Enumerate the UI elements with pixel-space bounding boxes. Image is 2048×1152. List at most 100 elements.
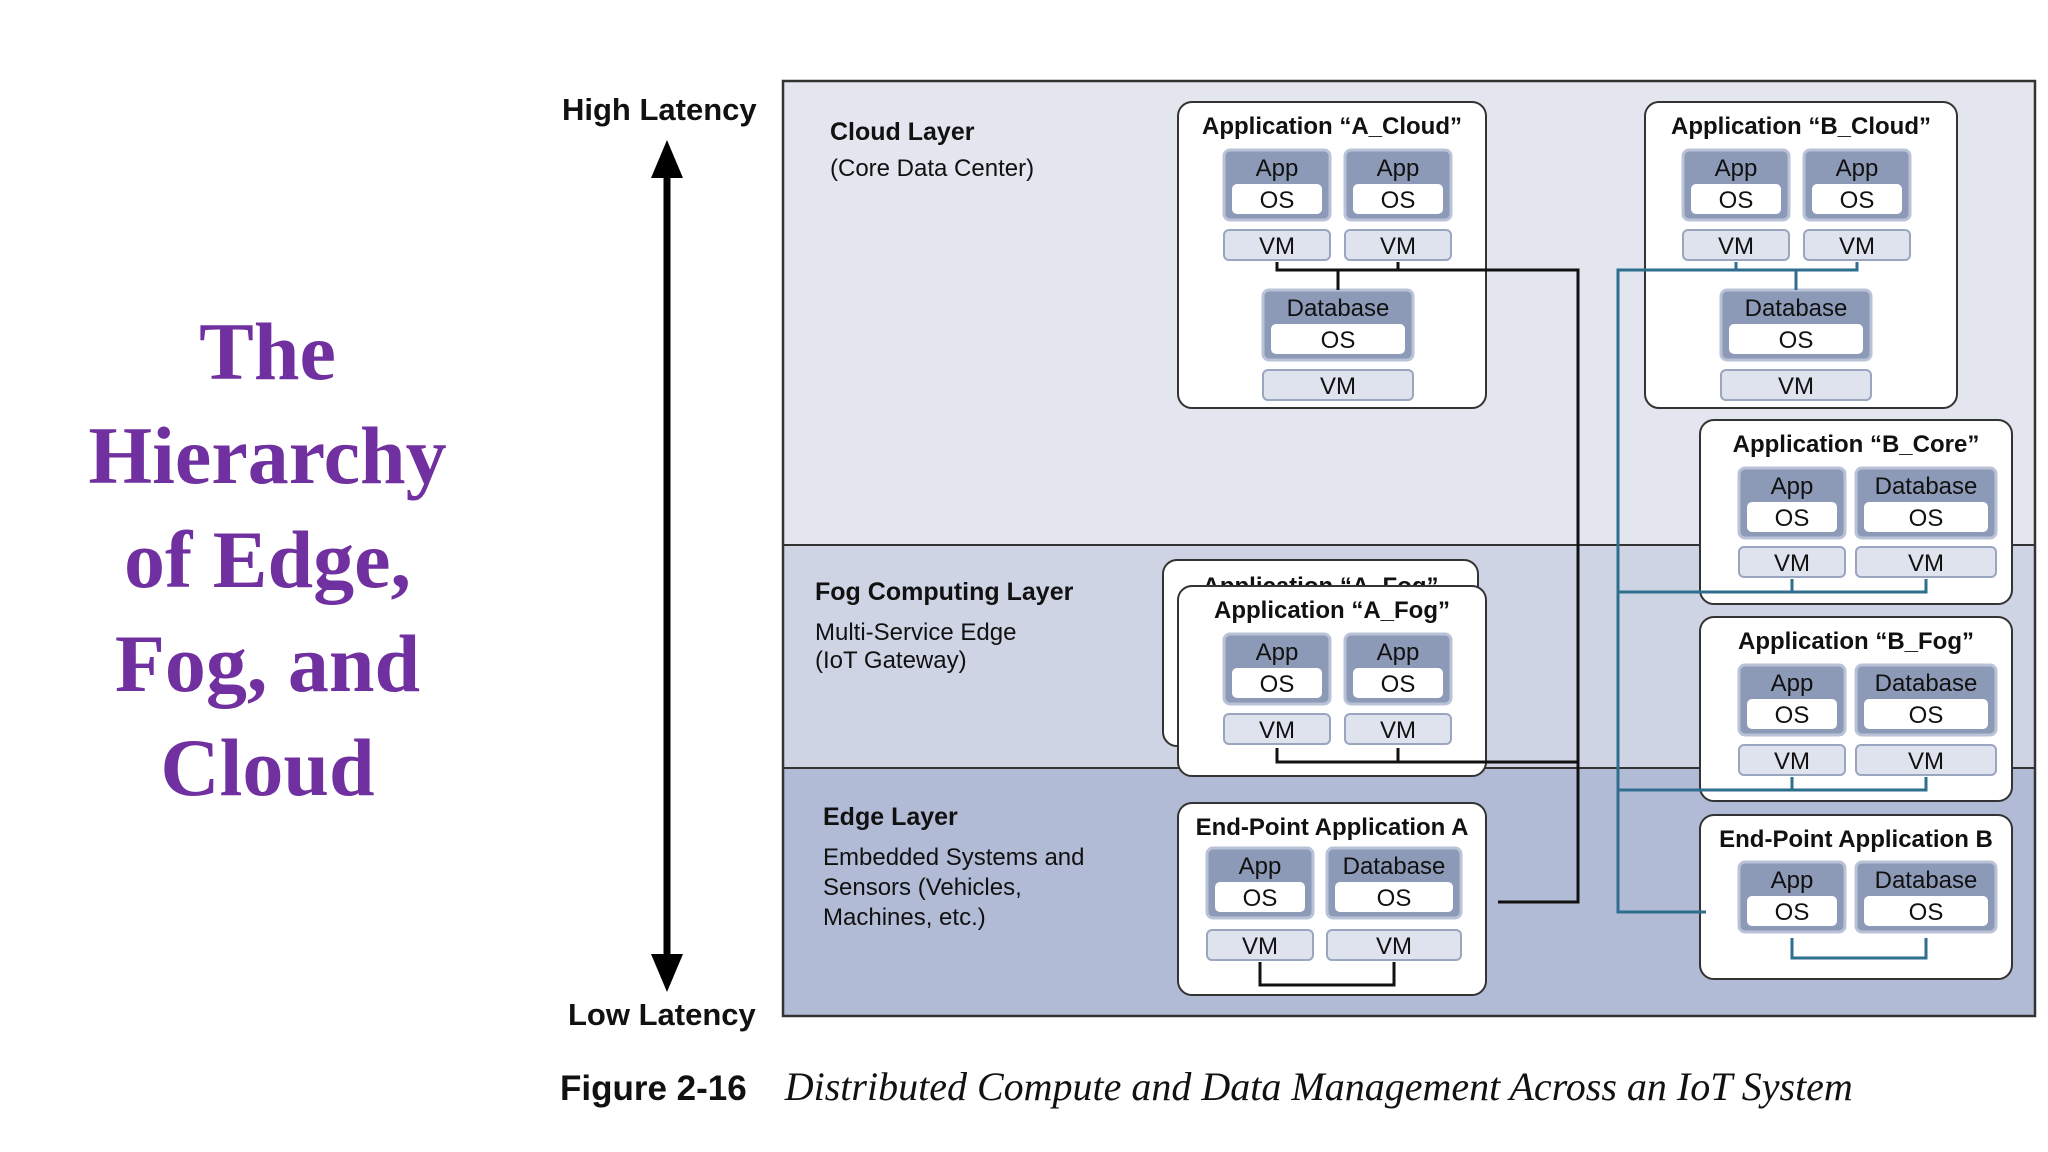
database-label: Database xyxy=(1745,295,1848,322)
edge-layer-name: Edge Layer xyxy=(823,803,958,831)
vm-block: VM xyxy=(1720,369,1872,401)
app-label: App xyxy=(1715,155,1758,182)
title-line: Cloud xyxy=(160,722,375,813)
database-label: Database xyxy=(1875,867,1978,894)
title-line: The xyxy=(199,306,336,397)
vm-block: VM xyxy=(1223,229,1331,261)
os-label: OS xyxy=(1909,899,1944,926)
database-label: Database xyxy=(1287,295,1390,322)
edge-layer-desc: Sensors (Vehicles, xyxy=(823,874,1022,901)
os-label: OS xyxy=(1775,702,1810,729)
application-title: Application “B_Fog” xyxy=(1738,628,1974,655)
application-title: Application “B_Core” xyxy=(1733,431,1980,458)
fog-layer-desc: (IoT Gateway) xyxy=(815,647,967,674)
os-label: OS xyxy=(1381,187,1416,214)
app-label: App xyxy=(1239,853,1282,880)
vm-label: VM xyxy=(1778,373,1814,400)
vm-label: VM xyxy=(1908,748,1944,775)
title-line: of Edge, xyxy=(124,514,411,605)
app-label: App xyxy=(1771,867,1814,894)
application-title: End-Point Application B xyxy=(1719,826,1993,853)
os-label: OS xyxy=(1775,505,1810,532)
os-label: OS xyxy=(1377,885,1412,912)
edge-layer-desc: Machines, etc.) xyxy=(823,904,986,931)
vm-label: VM xyxy=(1908,550,1944,577)
vm-block: VM xyxy=(1682,229,1790,261)
app-label: App xyxy=(1256,639,1299,666)
title-line: Fog, and xyxy=(114,618,421,709)
vm-block: VM xyxy=(1855,744,1997,776)
title-line: Hierarchy xyxy=(88,410,447,501)
database-label: Database xyxy=(1875,473,1978,500)
app-label: App xyxy=(1836,155,1879,182)
application-endpoint-a: End-Point Application AAppOSDatabaseOSVM… xyxy=(1177,802,1487,996)
latency-arrow xyxy=(651,140,683,992)
vm-block: VM xyxy=(1206,929,1314,961)
vm-label: VM xyxy=(1376,933,1412,960)
os-label: OS xyxy=(1260,187,1295,214)
vm-block: VM xyxy=(1344,713,1452,745)
app-label: App xyxy=(1377,155,1420,182)
application-title: Application “A_Fog” xyxy=(1214,597,1450,624)
vm-label: VM xyxy=(1380,233,1416,260)
app-label: App xyxy=(1256,155,1299,182)
os-label: OS xyxy=(1909,505,1944,532)
os-label: OS xyxy=(1840,187,1875,214)
os-label: OS xyxy=(1779,327,1814,354)
app-label: App xyxy=(1771,473,1814,500)
fog-layer-desc: Multi-Service Edge xyxy=(815,619,1016,646)
application-title: End-Point Application A xyxy=(1196,814,1469,841)
database-label: Database xyxy=(1343,853,1446,880)
os-label: OS xyxy=(1321,327,1356,354)
vm-block: VM xyxy=(1326,929,1462,961)
os-label: OS xyxy=(1260,671,1295,698)
vm-block: VM xyxy=(1803,229,1911,261)
vm-label: VM xyxy=(1774,550,1810,577)
edge-layer-desc: Embedded Systems and xyxy=(823,844,1084,871)
application-title: Application “B_Cloud” xyxy=(1671,113,1931,140)
os-label: OS xyxy=(1381,671,1416,698)
os-label: OS xyxy=(1719,187,1754,214)
vm-label: VM xyxy=(1259,717,1295,744)
connector-b xyxy=(1616,262,1928,960)
vm-block: VM xyxy=(1344,229,1452,261)
fog-layer-name: Fog Computing Layer xyxy=(815,578,1074,606)
slide-title: The Hierarchy of Edge, Fog, and Cloud xyxy=(40,300,495,820)
vm-block: VM xyxy=(1738,546,1846,578)
vm-label: VM xyxy=(1380,717,1416,744)
low-latency-label: Low Latency xyxy=(568,997,756,1032)
vm-label: VM xyxy=(1774,748,1810,775)
cloud-layer-name: Cloud Layer xyxy=(830,118,975,146)
vm-label: VM xyxy=(1259,233,1295,260)
vm-block: VM xyxy=(1262,369,1414,401)
database-label: Database xyxy=(1875,670,1978,697)
os-label: OS xyxy=(1775,899,1810,926)
figure-number: Figure 2-16 xyxy=(560,1069,747,1108)
vm-label: VM xyxy=(1320,373,1356,400)
cloud-layer-desc: (Core Data Center) xyxy=(830,155,1034,182)
vm-block: VM xyxy=(1855,546,1997,578)
application-title: Application “A_Cloud” xyxy=(1202,113,1462,140)
